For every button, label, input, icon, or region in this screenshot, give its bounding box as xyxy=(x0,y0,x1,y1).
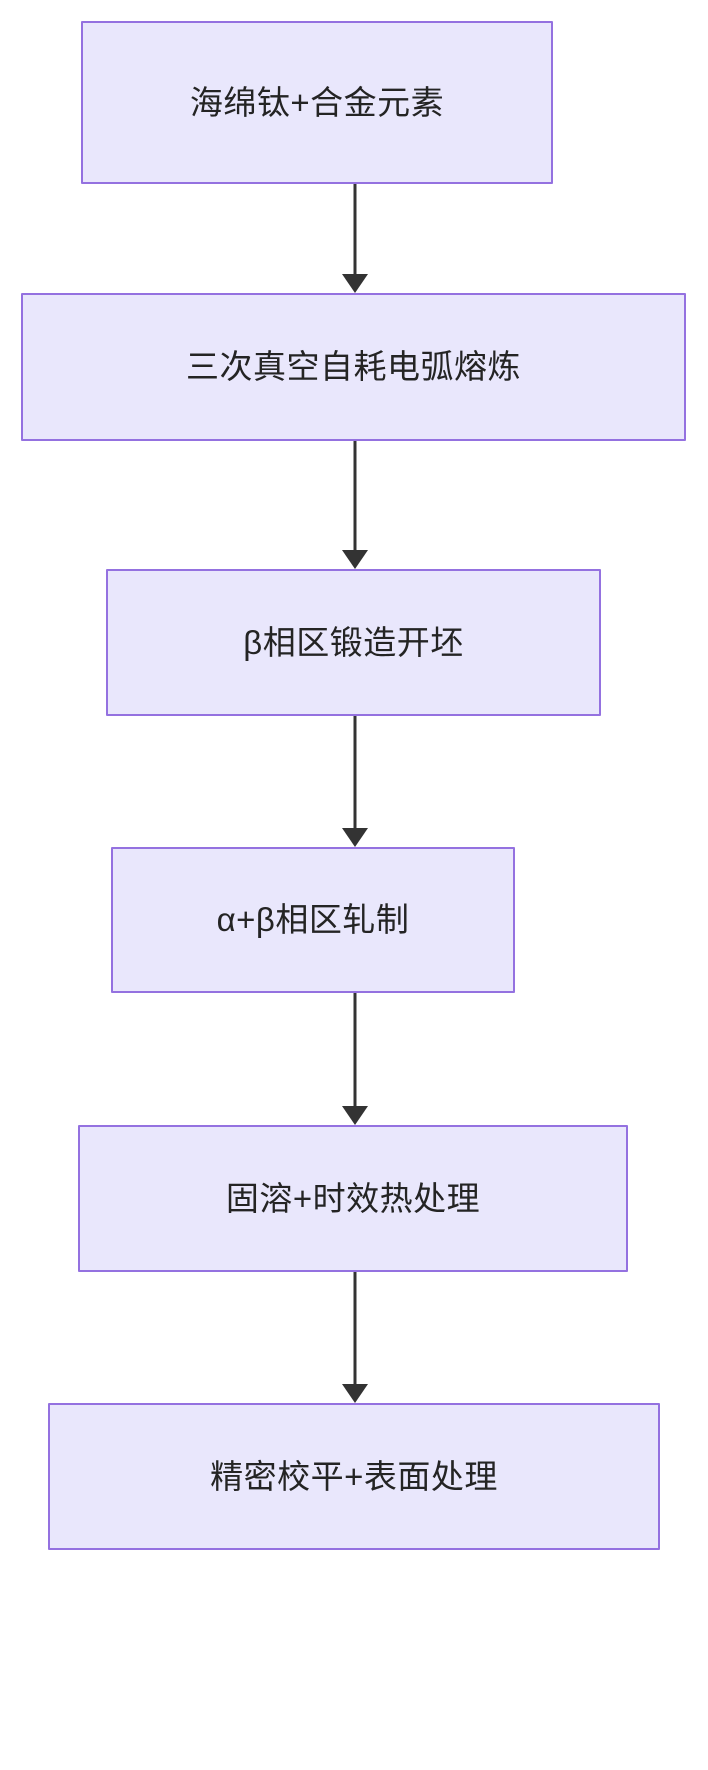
flowchart-node-sponge-titanium-alloy-elements[interactable]: 海绵钛+合金元素 xyxy=(81,21,553,184)
flowchart-node-solution-aging-heat-treatment[interactable]: 固溶+时效热处理 xyxy=(78,1125,628,1272)
flowchart-edge-n4-n5 xyxy=(342,1272,368,1403)
flowchart-node-label: 精密校平+表面处理 xyxy=(210,1457,498,1495)
arrow-down-icon xyxy=(342,550,368,569)
flowchart-edge-n0-n1 xyxy=(342,184,368,293)
flowchart-node-alpha-beta-phase-rolling[interactable]: α+β相区轧制 xyxy=(111,847,515,993)
flowchart-edge-n1-n2 xyxy=(342,441,368,569)
flowchart-node-label: 固溶+时效热处理 xyxy=(225,1179,481,1217)
arrow-down-icon xyxy=(342,1384,368,1403)
flowchart-node-precision-leveling-surface-treatment[interactable]: 精密校平+表面处理 xyxy=(48,1403,660,1550)
flowchart-node-label: 海绵钛+合金元素 xyxy=(189,83,445,121)
flowchart-node-triple-vacuum-arc-remelting[interactable]: 三次真空自耗电弧熔炼 xyxy=(21,293,686,441)
flowchart-node-beta-phase-forging[interactable]: β相区锻造开坯 xyxy=(106,569,601,716)
flowchart-edge-n3-n4 xyxy=(342,993,368,1125)
flowchart-node-label: 三次真空自耗电弧熔炼 xyxy=(186,348,521,386)
flowchart-edge-n2-n3 xyxy=(342,716,368,847)
flowchart-node-label: α+β相区轧制 xyxy=(216,901,410,939)
flowchart-node-label: β相区锻造开坯 xyxy=(243,623,464,661)
arrow-down-icon xyxy=(342,828,368,847)
arrow-down-icon xyxy=(342,274,368,293)
arrow-down-icon xyxy=(342,1106,368,1125)
